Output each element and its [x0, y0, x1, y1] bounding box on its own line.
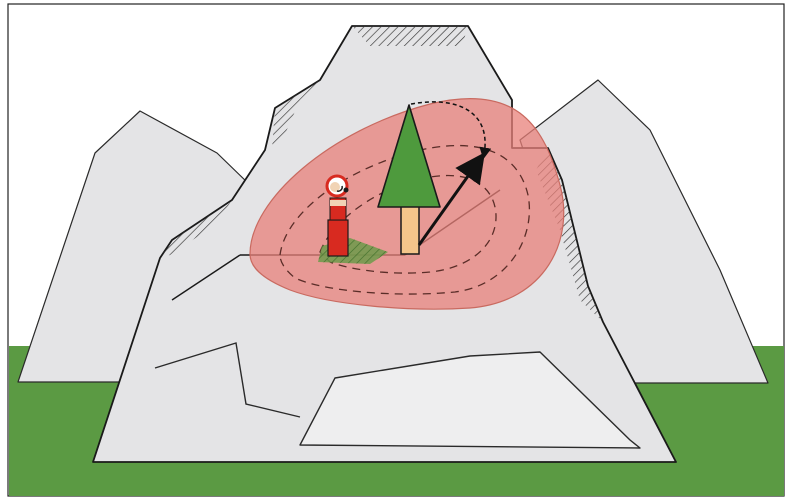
summit-hatching — [352, 26, 468, 46]
rotation-arrow — [410, 101, 492, 160]
person-headset — [336, 185, 343, 192]
left-cliff-hatching — [272, 80, 320, 150]
person-collar — [330, 200, 346, 206]
lower-rock-ledge — [299, 351, 641, 449]
contour-ring-outer — [279, 144, 530, 295]
person-body — [327, 219, 349, 257]
person-face — [330, 182, 340, 192]
ledge-slope-line — [171, 254, 241, 301]
tree-trunk — [400, 205, 420, 255]
rock-crack-line — [154, 342, 301, 418]
lower-left-hatching — [160, 200, 232, 258]
contour-ring-inner — [319, 174, 497, 274]
fall-direction-arrow — [417, 152, 485, 246]
person-figure — [325, 174, 349, 257]
person-earpiece — [343, 187, 349, 193]
tree-foliage — [377, 104, 441, 208]
